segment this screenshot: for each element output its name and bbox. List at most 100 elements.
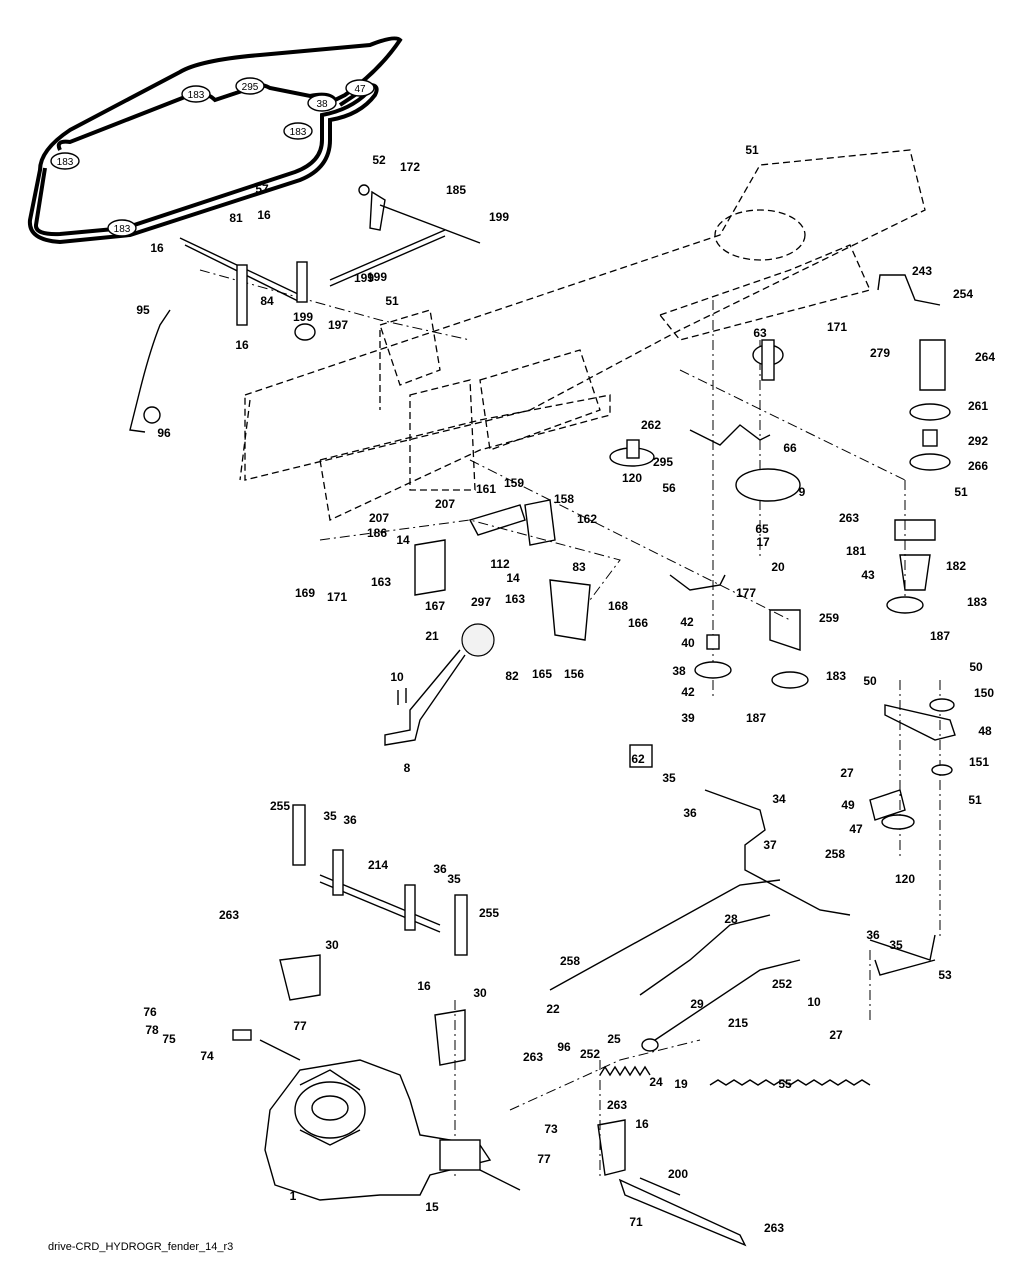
callout-label: 77 [293,1019,307,1033]
callout-label: 199 [354,271,374,285]
callout-label: 56 [662,481,676,495]
callout-label: 112 [490,557,510,571]
callout-label: 165 [532,667,552,681]
callout-label: 186 [367,526,387,540]
callout-label: 187 [930,629,950,643]
right-upper-parts [609,274,951,502]
callout-label: 49 [841,798,855,812]
callout-label: 27 [840,766,854,780]
callout-label: 214 [368,858,388,872]
callout-label: 36 [343,813,357,827]
callout-label: 51 [745,143,759,157]
callout-label: 8 [404,761,411,775]
callout-label: 30 [473,986,487,1000]
callout-label: 35 [662,771,676,785]
callout-label: 78 [145,1023,159,1037]
callout-label: 52 [372,153,386,167]
callout-label: 161 [476,482,496,496]
callout-label: 14 [396,533,410,547]
callout-label: 14 [506,571,520,585]
callout-label: 166 [628,616,648,630]
callout-label: 262 [641,418,661,432]
callout-label: 159 [504,476,524,490]
callout-label: 163 [505,592,525,606]
callout-label: 172 [400,160,420,174]
callout-label: 35 [447,872,461,886]
drive-belt [27,36,403,245]
belt-pulleys [50,77,375,237]
callout-label: 77 [537,1152,551,1166]
callout-label: 252 [580,1047,600,1061]
callout-label: 183 [967,595,987,609]
callout-label: 62 [631,752,645,766]
callout-label: 37 [763,838,777,852]
callout-label: 51 [954,485,968,499]
callout-label: 197 [328,318,348,332]
callout-label: 10 [390,670,404,684]
callout-label: 66 [783,441,797,455]
callout-label: 81 [229,211,243,225]
pulley-label: 183 [290,127,307,138]
callout-label: 185 [446,183,466,197]
callout-label: 167 [425,599,445,613]
callout-label: 36 [433,862,447,876]
callout-label: 42 [680,615,694,629]
callout-label: 57 [255,182,269,196]
callout-label: 279 [870,346,890,360]
center-lines [199,269,941,1180]
callout-label: 82 [505,669,519,683]
callout-label: 169 [295,586,315,600]
callout-label: 263 [219,908,239,922]
callout-label: 254 [953,287,973,301]
callout-label: 187 [746,711,766,725]
callout-label: 255 [270,799,290,813]
callout-label: 83 [572,560,586,574]
callout-label: 120 [622,471,642,485]
callout-label: 120 [895,872,915,886]
callout-label: 158 [554,492,574,506]
callout-label: 19 [674,1077,688,1091]
callout-label: 168 [608,599,628,613]
callout-label: 295 [653,455,673,469]
callout-label: 27 [829,1028,843,1042]
callout-label: 73 [544,1122,558,1136]
callout-label: 16 [417,979,431,993]
callout-label: 215 [728,1016,748,1030]
callout-label: 21 [425,629,439,643]
shift-lever [384,623,495,746]
callout-label: 95 [136,303,150,317]
callout-label: 75 [162,1032,176,1046]
callout-label: 47 [849,822,863,836]
callout-label: 1 [290,1189,297,1203]
callout-label: 51 [385,294,399,308]
callout-label: 263 [764,1221,784,1235]
callout-label: 17 [756,535,770,549]
callout-label: 43 [861,568,875,582]
springs [599,1065,871,1086]
callout-label: 207 [369,511,389,525]
diagram-caption: drive-CRD_HYDROGR_fender_14_r3 [48,1241,234,1253]
callout-label: 177 [736,586,756,600]
callout-label: 200 [668,1167,688,1181]
callout-label: 24 [649,1075,663,1089]
callout-label: 29 [690,997,704,1011]
callout-label: 51 [968,793,982,807]
callout-label: 171 [827,320,847,334]
callout-label: 34 [772,792,786,806]
left-lower-parts [279,804,468,1066]
callout-label: 199 [367,270,387,284]
callout-label: 252 [772,977,792,991]
callout-label: 263 [607,1098,627,1112]
callout-label: 258 [560,954,580,968]
callout-label: 50 [863,674,877,688]
callout-label: 50 [969,660,983,674]
callout-label: 35 [889,938,903,952]
callout-label: 10 [807,995,821,1009]
callout-label: 297 [471,595,491,609]
callout-label: 22 [546,1002,560,1016]
callout-label: 76 [143,1005,157,1019]
callout-label: 255 [479,906,499,920]
callout-label: 151 [969,755,989,769]
